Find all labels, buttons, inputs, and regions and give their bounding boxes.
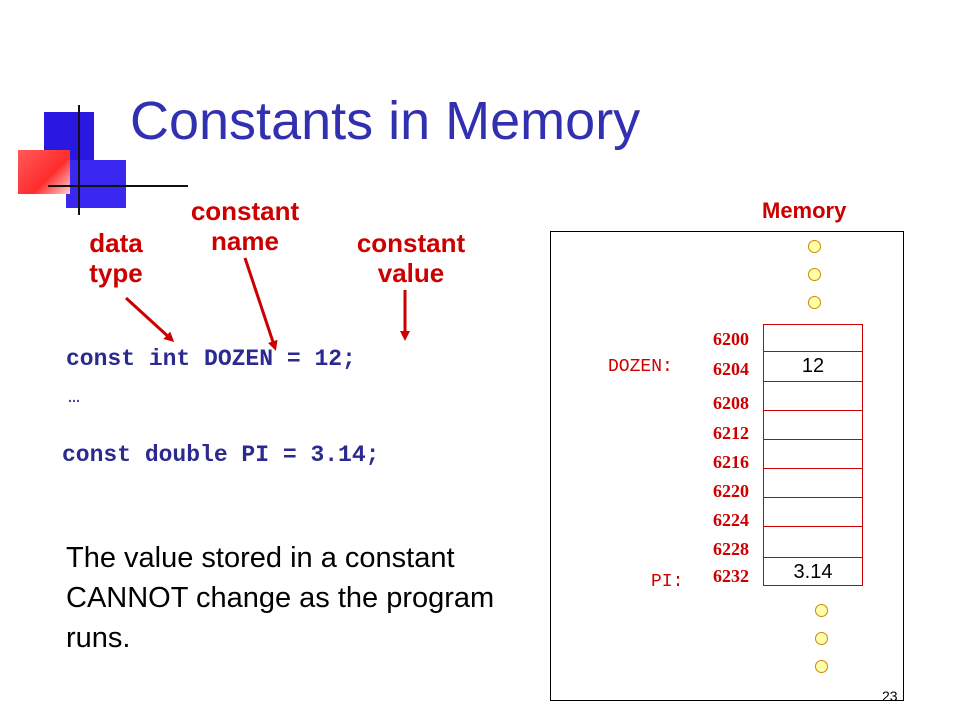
memory-cell <box>763 410 863 440</box>
ellipsis-dot-top-1 <box>808 240 821 253</box>
logo-horizontal-line <box>48 185 188 187</box>
memory-cell <box>763 526 863 558</box>
address-label: 6220 <box>713 481 749 501</box>
explanation-text: The value stored in a constant CANNOT ch… <box>66 542 495 654</box>
data-type-arrow <box>124 296 175 343</box>
constant-value-label-line1: constant <box>356 228 466 258</box>
memory-cell <box>763 497 863 527</box>
memory-cell <box>763 324 863 352</box>
code-line-dozen: const int DOZEN = 12; <box>66 346 356 372</box>
memory-cell <box>763 381 863 411</box>
memory-cell <box>763 468 863 498</box>
constant-name-label-line1: constant <box>190 196 300 226</box>
memory-cell-dozen: 12 <box>763 351 863 382</box>
memory-heading: Memory <box>762 198 847 223</box>
data-type-label-line1: data <box>89 228 143 258</box>
ellipsis-dot-bottom-2 <box>815 632 828 645</box>
address-label: 6200 <box>713 329 749 349</box>
ellipsis-dot-top-3 <box>808 296 821 309</box>
address-label: 6216 <box>713 452 749 472</box>
constant-name-label-line2: name <box>211 226 279 256</box>
pi-variable-label: PI: <box>651 572 684 592</box>
slide-number: 23 <box>882 688 898 704</box>
dozen-variable-label: DOZEN: <box>608 357 673 377</box>
constant-name-label: constant name <box>170 196 320 256</box>
ellipsis-dot-bottom-3 <box>815 660 828 673</box>
code-ellipsis: … <box>68 386 81 409</box>
address-label: 6204 <box>713 359 749 379</box>
address-label: 6228 <box>713 539 749 559</box>
address-label: 6232 <box>713 566 749 586</box>
constant-value-label-line2: value <box>377 258 445 288</box>
address-label: 6212 <box>713 423 749 443</box>
constant-value-label: constant value <box>336 228 486 288</box>
logo-square-blue-2 <box>66 160 126 208</box>
ellipsis-dot-bottom-1 <box>815 604 828 617</box>
data-type-label: data type <box>78 228 154 288</box>
data-type-label-line2: type <box>89 258 143 288</box>
slide-title: Constants in Memory <box>130 91 641 151</box>
address-label: 6224 <box>713 510 749 530</box>
logo-vertical-line <box>78 105 80 215</box>
address-label: 6208 <box>713 393 749 413</box>
memory-cell <box>763 439 863 469</box>
memory-cell-pi: 3.14 <box>763 557 863 586</box>
code-line-pi: const double PI = 3.14; <box>62 442 380 468</box>
memory-box <box>550 231 904 701</box>
ellipsis-dot-top-2 <box>808 268 821 281</box>
constant-name-arrow <box>243 257 278 351</box>
